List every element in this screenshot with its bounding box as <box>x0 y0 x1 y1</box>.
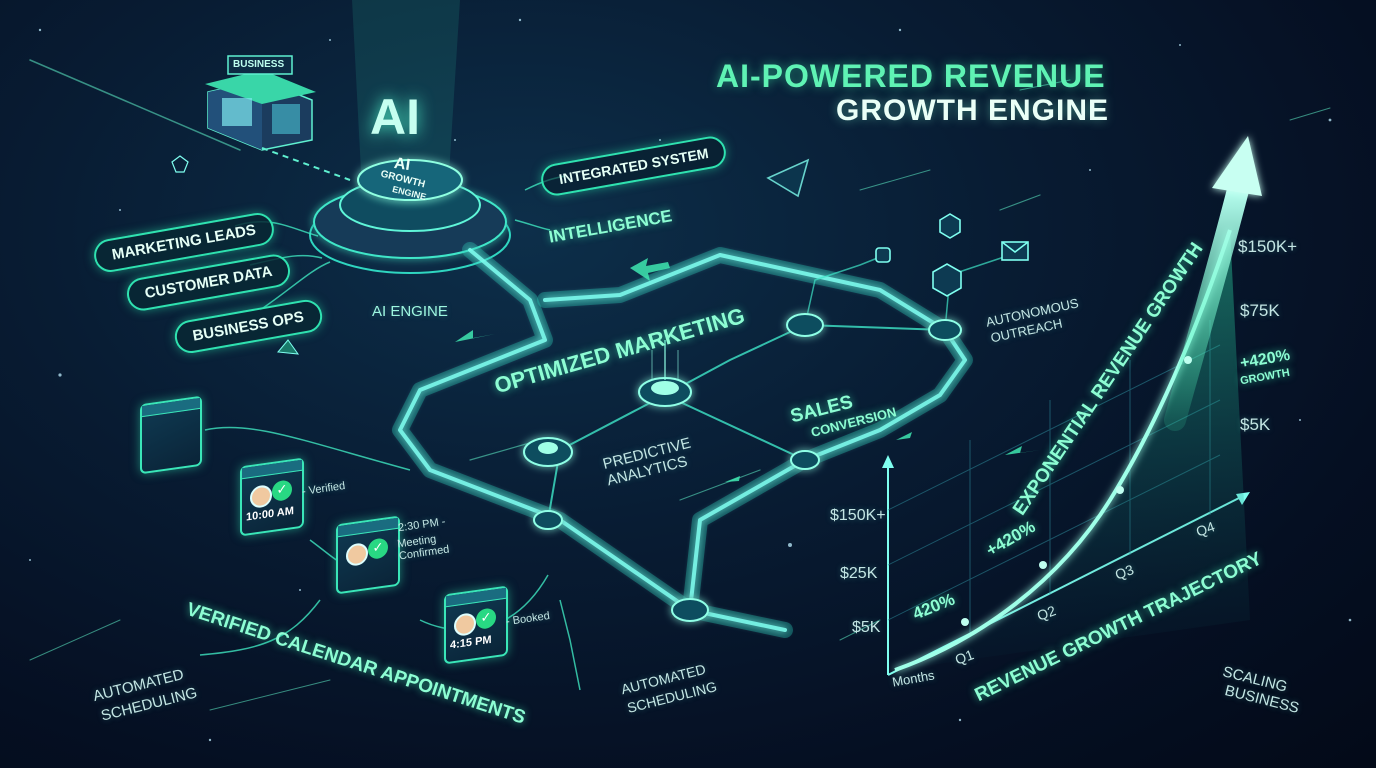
business-building <box>205 55 316 151</box>
check-icon: ✓ <box>476 607 496 630</box>
chart-ytick-150k: $150K+ <box>830 507 886 524</box>
avatar <box>346 542 368 568</box>
ai-platform <box>309 159 511 274</box>
right-tick-75k: $75K <box>1240 301 1280 320</box>
flow-arrows <box>455 258 1040 482</box>
stars <box>29 18 1352 742</box>
check-icon: ✓ <box>368 537 388 560</box>
calendar-card-blank <box>140 395 202 475</box>
title-line-2: GROWTH ENGINE <box>836 94 1109 127</box>
avatar <box>250 484 272 510</box>
appointment-3-time: 4:15 PM <box>450 633 492 652</box>
right-tick-150k: $150K+ <box>1238 237 1298 256</box>
ai-big-label: AI <box>370 89 420 145</box>
pipeline-nodes <box>523 313 962 622</box>
appointment-card-1: ✓ 10:00 AM <box>240 457 304 537</box>
chart-ytick-5k: $5K <box>852 619 881 636</box>
ai-engine-caption: AI ENGINE <box>372 303 448 320</box>
title-line-1: AI-POWERED REVENUE <box>716 58 1106 94</box>
growth-chart-graphic <box>882 136 1262 676</box>
appointment-card-3: ✓ 4:15 PM <box>444 585 508 665</box>
building-connector <box>261 147 351 181</box>
pipeline-tubes <box>392 242 1011 638</box>
right-tick-5k: $5K <box>1240 415 1271 434</box>
appointment-card-2: ✓ <box>336 515 400 595</box>
avatar <box>454 612 476 638</box>
check-icon: ✓ <box>272 479 292 502</box>
outreach-icons <box>171 155 1029 355</box>
business-sign: BUSINESS <box>233 59 285 70</box>
chart-ytick-25k: $25K <box>840 565 878 582</box>
appointment-1-time: 10:00 AM <box>246 504 294 524</box>
